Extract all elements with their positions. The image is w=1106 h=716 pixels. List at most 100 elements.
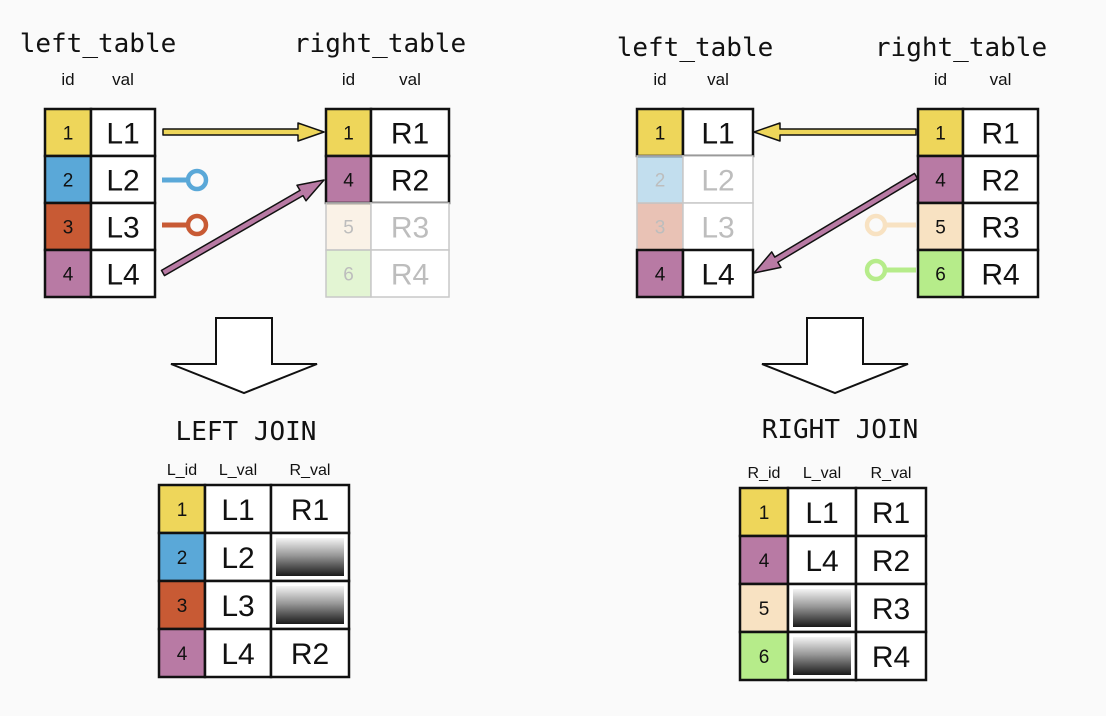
right_panel-result-table-value-text: L1 (805, 497, 838, 530)
right_panel-left-table-id-cell (636, 155, 684, 204)
right_panel-result-table-value-cell (854, 630, 928, 682)
right_panel-left-table-val-text: L2 (701, 165, 734, 198)
left_panel-left-table-val-text: L3 (106, 212, 139, 245)
left_panel-right-table-id-text: 5 (343, 218, 354, 239)
right_panel-right-table-id-text: 5 (935, 218, 946, 239)
left-panel-left-table-title: left_table (20, 29, 177, 59)
left_panel-right-table-val-cell (369, 154, 451, 205)
right_panel-left-table-val-cell (681, 248, 755, 299)
right_panel-result-table-id-text: 1 (759, 503, 770, 524)
match-arrow-id-1 (162, 122, 325, 142)
right_panel-result-table-id-text: 4 (759, 551, 770, 572)
left_panel-result-table-value-text: R2 (291, 638, 329, 671)
unmatched-lollipop-id-3-circle (185, 213, 209, 237)
match-arrow-id-4 (753, 172, 919, 274)
left_panel-result-table-null-gradient (276, 586, 344, 624)
right_panel-result-table-id-cell (738, 630, 790, 682)
right_panel-result-table-null-gradient (793, 637, 851, 675)
left_panel-right-table-header-val: val (399, 70, 421, 89)
left_panel-left-table-val-cell (89, 154, 157, 205)
left_panel-right-table-id-text: 4 (343, 171, 354, 192)
left_panel-right-table-val-cell (369, 107, 451, 158)
left_panel-right-table-val-cell (370, 202, 450, 251)
right_panel-left-table-header-val: val (707, 70, 729, 89)
right_panel-left-table-id-text: 3 (655, 218, 666, 239)
right_panel-left-table-id-text: 2 (655, 171, 666, 192)
left_panel-result-table-header: L_val (219, 462, 257, 479)
left_panel-result-table-value-text: L2 (221, 542, 254, 575)
right_panel-result-table-id-text: 6 (759, 647, 770, 668)
right_panel-left-table-val-text: L3 (701, 212, 734, 245)
right_panel-result-table-value-cell (854, 486, 928, 538)
unmatched-lollipop-id-2-circle (185, 168, 209, 192)
right_panel-result-table-header: L_val (803, 465, 841, 482)
right_panel-right-table-val-cell (961, 248, 1040, 299)
right_panel-result-table-id-text: 5 (759, 599, 770, 620)
right_panel-right-table-val-text: R2 (981, 165, 1019, 198)
left_panel-left-table-val-cell (89, 248, 157, 299)
right_panel-right-table-val-cell (961, 107, 1040, 158)
right_panel-left-table-val-text: L4 (701, 259, 734, 292)
right_panel-right-table-header-id: id (934, 70, 947, 89)
left_panel-result-table-value-cell (203, 579, 273, 631)
left_panel-right-table-header-id: id (342, 70, 355, 89)
right_panel-left-table-id-text: 4 (655, 265, 666, 286)
left_panel-result-table-id-cell (157, 627, 207, 679)
left_panel-result-table-id-text: 4 (177, 644, 188, 665)
match-arrow-id-1 (753, 122, 917, 142)
right_panel-left-table-val-cell (681, 107, 755, 158)
unmatched-lollipop-id-5-circle (864, 213, 888, 237)
right_panel-right-table-id-text: 6 (935, 265, 946, 286)
left_panel-result-table-id-cell (157, 483, 207, 535)
right_panel-result-table-value-text: R3 (872, 593, 910, 626)
right-join-label: RIGHT JOIN (762, 415, 919, 445)
left_panel-right-table-val-text: R4 (391, 259, 429, 292)
right_panel-right-table-val-text: R4 (981, 259, 1019, 292)
left_panel-left-table-id-text: 3 (63, 218, 74, 239)
left_panel-right-table-val-text: R2 (391, 165, 429, 198)
right_panel-result-table-value-text: R2 (872, 545, 910, 578)
left_panel-result-table-id-text: 1 (177, 500, 188, 521)
right_panel-left-table-id-cell (635, 248, 685, 299)
left_panel-result-table-null-gradient (276, 538, 344, 576)
left_panel-left-table-val-text: L2 (106, 165, 139, 198)
right_panel-right-table-val-text: R3 (981, 212, 1019, 245)
right_panel-right-table-id-text: 1 (935, 124, 946, 145)
left_panel-left-table-header-val: val (112, 70, 134, 89)
left_panel-result-table-id-text: 3 (177, 596, 188, 617)
right_panel-result-table-value-cell (854, 534, 928, 586)
left_panel-right-table-val-text: R3 (391, 212, 429, 245)
left_panel-result-table-value-text: L1 (221, 494, 254, 527)
left_panel-right-table-val-text: R1 (391, 118, 429, 151)
left_panel-left-table-val-text: L4 (106, 259, 139, 292)
right_panel-result-table-header: R_val (871, 465, 912, 482)
left_panel-left-table-id-text: 2 (63, 171, 74, 192)
right_panel-result-table-value-text: R1 (872, 497, 910, 530)
left_panel-result-table-value-cell (203, 627, 273, 679)
right_panel-result-table-value-cell (854, 582, 928, 634)
match-arrow-id-4 (160, 179, 325, 277)
right_panel-result-table-value-text: L4 (805, 545, 838, 578)
left-panel-right-table-title: right_table (294, 29, 466, 59)
left_panel-result-table-value-text: L3 (221, 590, 254, 623)
right_panel-left-table-id-text: 1 (655, 124, 666, 145)
left_panel-left-table-val-cell (89, 201, 157, 252)
left_panel-result-table-value-cell (269, 627, 351, 679)
left_panel-result-table-header: R_val (290, 462, 331, 479)
left-join-down-arrow (170, 317, 318, 395)
right_panel-result-table-null-gradient (793, 589, 851, 627)
left_panel-right-table-id-text: 1 (343, 124, 354, 145)
right_panel-result-table-value-text: R4 (872, 641, 910, 674)
left_panel-result-table-id-cell (157, 531, 207, 583)
left_panel-right-table-id-text: 6 (343, 265, 354, 286)
left_panel-left-table-id-cell (43, 248, 93, 299)
right-panel-right-table-title: right_table (875, 33, 1047, 63)
left_panel-left-table-val-text: L1 (106, 118, 139, 151)
right_panel-left-table-header-id: id (653, 70, 666, 89)
right_panel-left-table-val-cell (682, 202, 754, 251)
left_panel-left-table-id-text: 1 (63, 124, 74, 145)
left_panel-right-table-val-cell (370, 249, 450, 298)
right_panel-left-table-id-cell (636, 202, 684, 251)
right_panel-right-table-header-val: val (990, 70, 1012, 89)
